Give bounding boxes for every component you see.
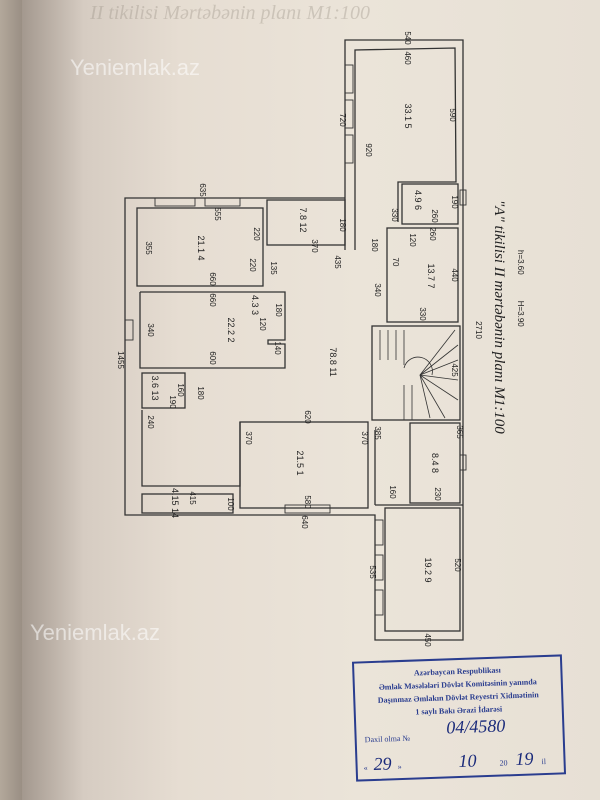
date-year-prefix: 20	[499, 758, 508, 768]
dimension-label: 220	[252, 227, 261, 241]
dimension-label: 70	[391, 258, 400, 267]
room-4-wall	[136, 207, 264, 287]
dimension-label: 385	[373, 426, 382, 440]
registry-stamp: Azərbaycan Respublikası Əmlak Məsələləri…	[351, 654, 567, 782]
reg-label: Daxil olma №	[364, 733, 411, 745]
room-label: 4.15 14	[170, 488, 180, 518]
dimension-label: 580	[303, 495, 312, 509]
room-6-wall	[401, 183, 459, 225]
room-label: 19.2 9	[423, 557, 433, 582]
dimension-label: 160	[176, 383, 185, 397]
room-label: 3.6 13	[150, 375, 160, 400]
dimension-label: 180	[196, 386, 205, 400]
room-14-wall	[141, 493, 234, 514]
watermark: Yeniemlak.az	[30, 620, 161, 645]
dimension-label: 620	[303, 410, 312, 424]
dimension-label: 720	[338, 113, 347, 127]
dimension-label: 120	[258, 317, 267, 331]
dimension-label: 415	[188, 491, 197, 505]
dimension-label: 440	[450, 268, 459, 282]
dimension-label: 450	[423, 633, 432, 647]
date-year: 19	[515, 748, 534, 770]
height-labels: h=3.60H=3.90	[516, 250, 525, 353]
room-5-wall	[354, 47, 457, 250]
dimension-label: 660	[208, 272, 217, 286]
dimension-label: 140	[273, 341, 282, 355]
room-label: 4.3 3	[250, 295, 260, 315]
dimension-label: 435	[333, 255, 342, 269]
dimension-label: 340	[146, 323, 155, 337]
room-13-wall	[141, 372, 186, 409]
faded-header-text: II tikilisi Mərtəbənin planı M1:100	[90, 2, 370, 24]
dimension-label: 190	[450, 195, 459, 209]
dimension-label: 180	[274, 303, 283, 317]
watermark: Yeniemlak.az	[70, 55, 201, 80]
dimension-label: 135	[269, 261, 278, 275]
stamp-date: « 29 » 10 20 19 il	[363, 748, 547, 775]
dimension-label: 370	[244, 431, 253, 445]
dimension-labels: 540 460 590 720 920 190 260 330 120 260 440 330 70 18…	[116, 31, 483, 647]
room-label: 7.8 12	[298, 207, 308, 232]
dimension-label: 2710	[474, 321, 483, 339]
room-7-wall	[386, 227, 459, 323]
dimension-label: 520	[453, 558, 462, 572]
dimension-label: 920	[364, 143, 373, 157]
date-suffix: il	[541, 756, 547, 767]
dimension-label: 555	[213, 207, 222, 221]
dimension-label: 230	[433, 487, 442, 501]
stairs	[379, 329, 459, 420]
room-label: 21.5 1	[295, 450, 305, 475]
dimension-label: 160	[388, 485, 397, 499]
date-day: 29	[373, 753, 392, 775]
dimension-label: 240	[146, 415, 155, 429]
stairs-wall	[371, 325, 461, 421]
room-2-wall	[139, 291, 286, 369]
dimension-label: 460	[403, 51, 412, 65]
dimension-label: 660	[208, 293, 217, 307]
dimension-label: 330	[390, 208, 399, 222]
room-label: 21.1 4	[196, 235, 206, 260]
dimension-label: 365	[455, 425, 464, 439]
room-label: 4.9 6	[413, 190, 423, 210]
reg-number: 04/4580	[445, 715, 506, 738]
dimension-label: 1455	[116, 351, 125, 369]
room-label: 33.1 5	[403, 103, 413, 128]
height-H: H=3.90	[516, 300, 525, 327]
room-12-wall	[266, 199, 346, 246]
dimension-label: 635	[198, 183, 207, 197]
room-label: 13.7 7	[426, 263, 436, 288]
dimension-label: 180	[338, 218, 347, 232]
room-9-wall	[384, 507, 461, 632]
dimension-label: 540	[403, 31, 412, 45]
dimension-label: 355	[144, 241, 153, 255]
dimension-label: 590	[448, 108, 457, 122]
dimension-label: 190	[168, 395, 177, 409]
height-h: h=3.60	[516, 250, 525, 275]
dimension-label: 260	[430, 209, 439, 223]
room-label: 22.2 2	[226, 317, 236, 342]
corridor-wall	[141, 410, 241, 487]
dimension-label: 370	[310, 239, 319, 253]
room-label: 8.4 8	[430, 453, 440, 473]
dimension-label: 180	[370, 238, 379, 252]
windows	[124, 64, 467, 616]
date-month: 10	[458, 750, 477, 772]
dimension-label: 600	[208, 351, 217, 365]
outer-wall	[124, 39, 464, 641]
dimension-label: 425	[450, 363, 459, 377]
dimension-label: 370	[360, 431, 369, 445]
room-label: 78.8 11	[328, 347, 338, 376]
book-binding-edge	[0, 0, 22, 800]
dimension-label: 340	[373, 283, 382, 297]
dimension-label: 535	[368, 565, 377, 579]
plan-title: "A" tikilisi II mərtəbənin planı M1:100	[491, 200, 507, 434]
dimension-label: 260	[428, 227, 437, 241]
dimension-label: 100	[226, 497, 235, 511]
dimension-label: 220	[248, 258, 257, 272]
dimension-label: 330	[418, 307, 427, 321]
room-1-wall	[239, 421, 369, 509]
room-labels: 21.5 1 22.2 2 4.3 3 21.1 4 33.1 5 4.9 6 13.7 7…	[150, 103, 440, 582]
dimension-label: 120	[408, 233, 417, 247]
dimension-label: 640	[300, 515, 309, 529]
